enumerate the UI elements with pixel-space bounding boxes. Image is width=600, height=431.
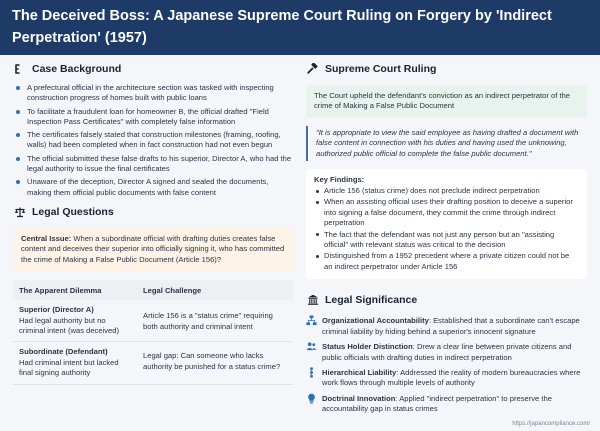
table-cell: Article 156 is a "status crime" requirin… (137, 300, 293, 343)
significance-item-text: : Applied "indirect perpetration" to pre… (322, 393, 552, 414)
party-description: Had legal authority but no criminal inte… (19, 315, 120, 335)
table-header: Legal Challenge (137, 280, 293, 301)
dilemma-table: The Apparent Dilemma Legal Challenge Sup… (13, 280, 293, 385)
list-item: The official submitted these false draft… (13, 154, 293, 175)
courthouse-icon (306, 294, 319, 307)
table-row: Superior (Director A) Had legal authorit… (13, 300, 293, 343)
list-item: The fact that the defendant was not just… (314, 230, 579, 251)
significance-item-text: : Drew a clear line between private citi… (322, 342, 572, 362)
source-url[interactable]: https://japancompliance.com/ (512, 421, 590, 427)
central-issue-box: Central Issue: When a subordinate offici… (13, 226, 293, 273)
org-chart-icon (306, 315, 318, 327)
list-item: To facilitate a fraudulent loan for home… (13, 107, 293, 128)
case-background-title: Case Background (32, 63, 122, 75)
table-cell: Superior (Director A) Had legal authorit… (13, 300, 137, 343)
significance-list: Organizational Accountability: Establish… (306, 315, 587, 415)
party-name: Subordinate (Defendant) (19, 347, 108, 357)
significance-item-title: Hierarchical Liability (322, 367, 397, 377)
significance-item-text: : Established that a subordinate can't e… (322, 316, 580, 336)
significance-item-text: : Addressed the reality of modern bureau… (322, 367, 581, 388)
central-issue-label: Central Issue: (21, 233, 72, 243)
background-list: A prefectural official in the architectu… (13, 83, 293, 198)
party-name: Superior (Director A) (19, 305, 94, 315)
list-item: Hierarchical Liability: Addressed the re… (306, 367, 587, 389)
significance-title: Legal Significance (325, 294, 418, 307)
legal-questions-heading: Legal Questions (13, 204, 293, 220)
list-item: Article 156 (status crime) does not prec… (314, 186, 579, 196)
list-item: Status Holder Distinction: Drew a clear … (306, 342, 587, 363)
table-cell: Subordinate (Defendant) Had criminal int… (13, 341, 137, 385)
page-header: The Deceived Boss: A Japanese Supreme Co… (0, 0, 600, 55)
supreme-court-ruling-heading: Supreme Court Ruling (306, 61, 587, 77)
key-findings-box: Key Findings: Article 156 (status crime)… (306, 169, 587, 280)
legal-questions-title: Legal Questions (32, 205, 114, 218)
list-item: The certificates falsely stated that con… (13, 130, 293, 151)
key-findings-label: Key Findings: (314, 175, 365, 185)
lightbulb-icon (306, 393, 318, 405)
ruling-summary-box: The Court upheld the defendant's convict… (306, 85, 587, 118)
table-row: Subordinate (Defendant) Had criminal int… (13, 341, 293, 385)
page-title: The Deceived Boss: A Japanese Supreme Co… (12, 8, 552, 46)
list-item: When an assisting official uses their dr… (314, 197, 579, 228)
users-icon (306, 341, 318, 353)
table-cell: Legal gap: Can someone who lacks authori… (137, 341, 293, 385)
scales-icon (13, 205, 26, 218)
gavel-icon (306, 63, 319, 76)
right-column: Supreme Court Ruling The Court upheld th… (306, 61, 587, 420)
timeline-icon (13, 63, 26, 76)
list-item: A prefectural official in the architectu… (13, 83, 293, 104)
hierarchy-icon (306, 367, 318, 379)
list-item: Doctrinal Innovation: Applied "indirect … (306, 393, 587, 415)
left-column: Case Background A prefectural official i… (13, 61, 293, 385)
ruling-title: Supreme Court Ruling (325, 63, 437, 75)
case-background-heading: Case Background (13, 61, 293, 77)
list-item: Organizational Accountability: Establish… (306, 315, 587, 337)
legal-significance-heading: Legal Significance (306, 292, 587, 308)
table-header: The Apparent Dilemma (13, 280, 137, 301)
central-issue-text: When a subordinate official with draftin… (21, 233, 285, 264)
significance-item-title: Organizational Accountability (322, 316, 429, 326)
list-item: Distinguished from a 1952 precedent wher… (314, 251, 579, 272)
findings-list: Article 156 (status crime) does not prec… (314, 186, 579, 272)
court-quote: "It is appropriate to view the said empl… (306, 125, 587, 162)
significance-item-title: Status Holder Distinction (322, 342, 413, 352)
significance-item-title: Doctrinal Innovation (322, 393, 396, 403)
list-item: Unaware of the deception, Director A sig… (13, 177, 293, 198)
party-description: Had criminal intent but lacked final sig… (19, 357, 119, 378)
